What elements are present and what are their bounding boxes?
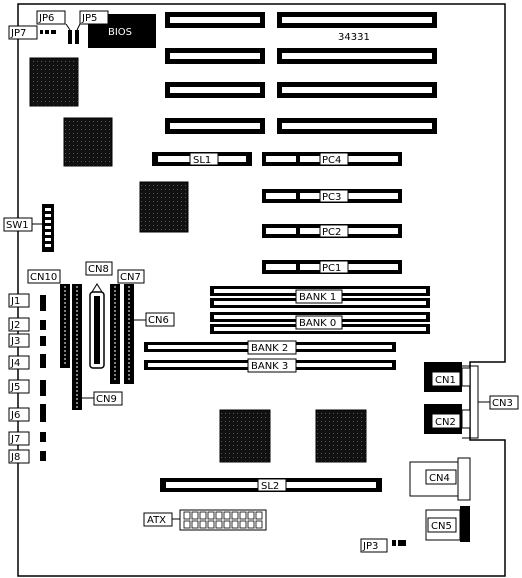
bank0-label: BANK 0 — [299, 318, 336, 329]
bios-label: BIOS — [108, 27, 132, 38]
cn10-label: CN10 — [30, 272, 57, 283]
cn1-label: CN1 — [435, 375, 456, 386]
cn5-label: CN5 — [431, 521, 452, 532]
j6-label: J6 — [10, 410, 20, 421]
memory-bank-2: BANK 2 — [144, 340, 396, 355]
pc1-label: PC1 — [322, 263, 341, 274]
bank3-label: BANK 3 — [251, 361, 288, 372]
cn7-label: CN7 — [120, 272, 141, 283]
board-id: 34331 — [338, 32, 370, 43]
cn6-header: CN6 — [124, 284, 175, 384]
jp7-label: JP7 — [10, 28, 26, 39]
cn5-connector: CN5 — [425, 506, 470, 542]
jp7-jumper: JP7 — [8, 25, 56, 40]
cn10-header — [60, 284, 70, 368]
cn9-header — [72, 284, 82, 410]
cn3-label: CN3 — [492, 398, 513, 409]
jp6-label: JP6 — [38, 13, 54, 24]
j4-jumper: J4 — [8, 354, 46, 370]
j5-label: J5 — [10, 382, 20, 393]
cn2-label: CN2 — [435, 417, 456, 428]
jp5-jumper: JP5 — [75, 10, 109, 44]
chip-2 — [63, 117, 113, 167]
cn3-connector: CN3 — [462, 365, 519, 439]
cn10-callout: CN10 — [27, 269, 61, 284]
sw1-label: SW1 — [6, 220, 29, 231]
j3-jumper: J3 — [8, 333, 46, 348]
cn4-label: CN4 — [429, 473, 450, 484]
atx-label: ATX — [147, 515, 166, 526]
sl2-label: SL2 — [261, 481, 279, 492]
cn7-header — [110, 284, 120, 384]
j4-label: J4 — [10, 358, 20, 369]
cn9-label: CN9 — [96, 394, 117, 405]
cn8-label: CN8 — [88, 264, 109, 275]
isa-slots — [165, 12, 437, 134]
bank2-label: BANK 2 — [251, 343, 288, 354]
j8-label: J8 — [10, 452, 20, 463]
memory-bank-1: BANK 1 — [210, 286, 430, 308]
cn9-callout: CN9 — [82, 391, 123, 406]
memory-bank-0: BANK 0 — [210, 312, 430, 334]
pci-slots: PC4 PC3 PC2 PC1 — [262, 152, 402, 274]
pc4-label: PC4 — [322, 155, 341, 166]
memory-bank-3: BANK 3 — [144, 358, 396, 373]
chip-3 — [139, 181, 189, 233]
j3-label: J3 — [10, 336, 20, 347]
j7-label: J7 — [10, 434, 20, 445]
j5-jumper: J5 — [8, 379, 46, 396]
j1-label: J1 — [10, 296, 20, 307]
jp5-label: JP5 — [81, 13, 97, 24]
pc3-label: PC3 — [322, 192, 341, 203]
chip-5 — [315, 409, 367, 463]
chip-1 — [29, 57, 79, 107]
j1-jumper: J1 — [8, 293, 46, 311]
cn8-connector — [89, 283, 105, 369]
sl1-slot: SL1 — [152, 152, 252, 166]
sw1-switch: SW1 — [3, 204, 54, 252]
cn8-callout: CN8 — [85, 261, 113, 276]
cn2-connector: CN2 — [424, 404, 471, 434]
j2-label: J2 — [10, 320, 20, 331]
cn7-callout: CN7 — [117, 269, 145, 284]
j8-jumper: J8 — [8, 449, 46, 464]
j2-jumper: J2 — [8, 317, 46, 332]
pc2-label: PC2 — [322, 227, 341, 238]
jp6-jumper: JP6 — [36, 10, 72, 44]
j6-jumper: J6 — [8, 404, 46, 422]
cn1-connector: CN1 — [424, 362, 471, 392]
jp3-jumper: JP3 — [360, 538, 406, 553]
atx-connector: ATX — [143, 509, 267, 531]
sl2-slot: SL2 — [160, 478, 382, 492]
j7-jumper: J7 — [8, 431, 46, 446]
bank1-label: BANK 1 — [299, 292, 336, 303]
sl1-label: SL1 — [193, 155, 211, 166]
cn4-connector: CN4 — [409, 457, 471, 501]
jp3-label: JP3 — [362, 541, 378, 552]
cn6-label: CN6 — [148, 315, 169, 326]
chip-4 — [219, 409, 271, 463]
